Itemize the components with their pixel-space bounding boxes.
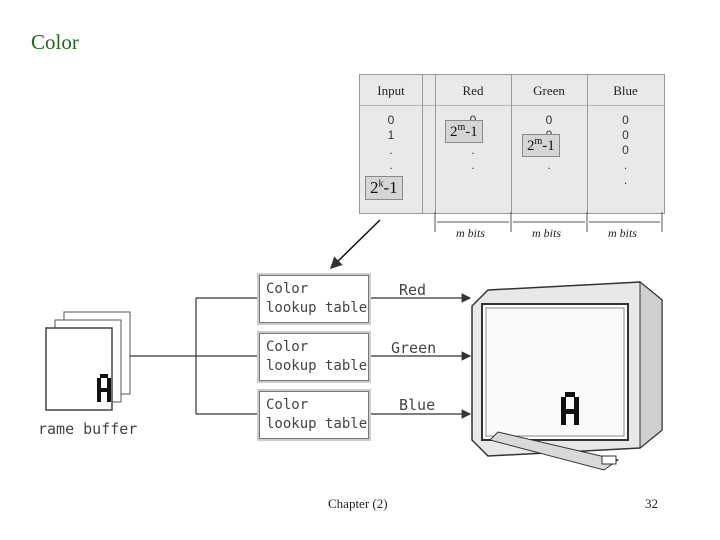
lut-label: Color lookup table: [266, 280, 367, 318]
callout-base: 2: [370, 178, 379, 197]
monitor: [471, 280, 663, 471]
zoom-arrow: [329, 219, 381, 270]
table-cell: 0: [387, 113, 395, 127]
table-column-input: Input 0 1 . .: [360, 75, 422, 213]
bit-width-dimension-lines: [434, 212, 663, 232]
channel-arrows: [369, 293, 472, 419]
table-cell: 0: [545, 113, 553, 127]
callout-base: 2: [527, 138, 535, 154]
callout-exponent: m: [457, 122, 466, 133]
table-values-input: 0 1 . .: [360, 113, 422, 173]
bit-width-label-red: m bits: [456, 226, 486, 240]
input-max-callout: 2k-1: [365, 176, 403, 200]
monitor-pixel-glyph: [561, 392, 579, 425]
footer-chapter: Chapter (2): [328, 496, 388, 511]
page-number: 32: [645, 496, 658, 511]
lut-label-line2: lookup table: [266, 300, 368, 316]
callout-suffix: -1: [465, 124, 478, 140]
green-max-callout: 2m-1: [522, 134, 560, 157]
table-cell: 0: [622, 143, 629, 157]
lut-label: Color lookup table: [266, 396, 367, 434]
table-column-blue: Blue 0 0 0 . .: [587, 75, 664, 213]
table-cell: .: [623, 158, 628, 172]
bit-width-label-green: m bits: [532, 226, 562, 240]
table-cell: .: [547, 158, 551, 172]
lut-label-line1: Color: [266, 339, 309, 355]
column-divider: [587, 75, 588, 213]
table-header-green: Green: [533, 83, 565, 98]
lookup-table-box-blue: Color lookup table: [259, 391, 369, 439]
table-cell: .: [471, 143, 475, 157]
channel-label-red: Red: [399, 281, 427, 299]
callout-exponent: m: [534, 136, 543, 147]
column-divider: [422, 75, 423, 213]
slide-title: Color: [31, 30, 79, 54]
color-lookup-table: Input 0 1 . . Red 0 0 . . Green 0 0 . . …: [359, 74, 665, 214]
callout-suffix: -1: [542, 138, 555, 154]
frame-buffer-pixel-glyph: [97, 374, 111, 402]
table-header-red: Red: [462, 83, 484, 98]
frame-buffer-stack: [45, 311, 131, 411]
callout-exponent: k: [378, 178, 384, 190]
table-cell: .: [623, 173, 628, 187]
lut-label-line1: Color: [266, 397, 309, 413]
lut-label: Color lookup table: [266, 338, 367, 376]
table-header-input: Input: [377, 83, 405, 98]
column-divider: [511, 75, 512, 213]
table-cell: 1: [387, 128, 395, 142]
lut-label-line2: lookup table: [266, 416, 368, 432]
channel-label-blue: Blue: [399, 396, 436, 414]
callout-suffix: -1: [383, 178, 398, 197]
table-cell: .: [389, 158, 393, 172]
table-cell: 0: [622, 113, 629, 127]
column-divider: [435, 75, 436, 213]
channel-label-green: Green: [391, 339, 437, 357]
red-max-callout: 2m-1: [445, 120, 483, 143]
lookup-table-box-red: Color lookup table: [259, 275, 369, 323]
lut-label-line2: lookup table: [266, 358, 368, 374]
table-cell: .: [471, 158, 475, 172]
table-values-blue: 0 0 0 . .: [587, 113, 664, 188]
lookup-table-box-green: Color lookup table: [259, 333, 369, 381]
table-cell: 0: [622, 128, 629, 142]
table-header-blue: Blue: [613, 83, 638, 98]
table-header-divider: [360, 105, 664, 106]
frame-buffer-connectors: [130, 297, 257, 415]
table-cell: .: [389, 143, 393, 157]
lut-label-line1: Color: [266, 281, 309, 297]
frame-buffer-label: rame buffer: [38, 420, 138, 438]
callout-base: 2: [450, 124, 458, 140]
bit-width-label-blue: m bits: [608, 226, 638, 240]
